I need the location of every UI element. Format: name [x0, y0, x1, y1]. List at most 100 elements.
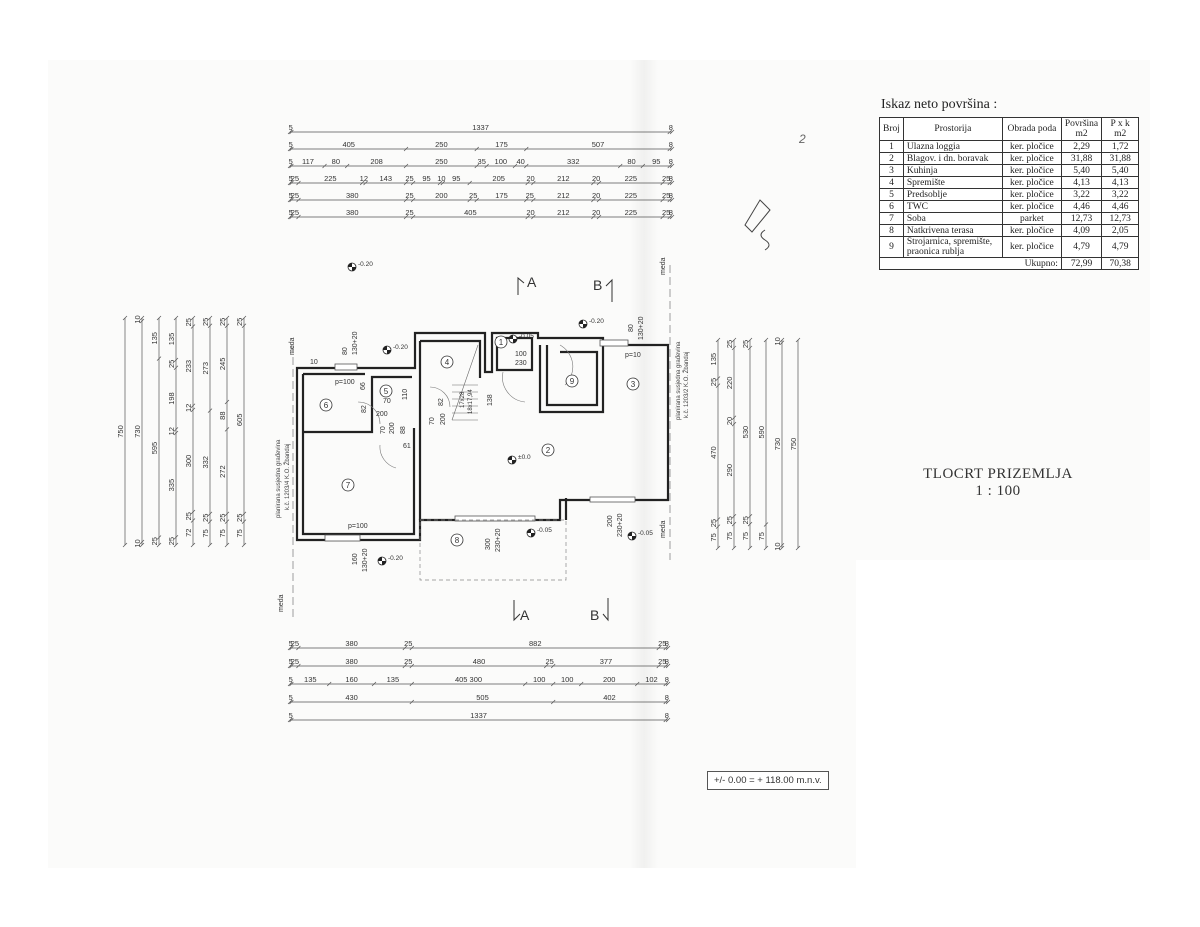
dimension-value: 750	[116, 425, 125, 438]
dimension-value: 20	[592, 174, 600, 183]
room-number: 4	[879, 176, 904, 189]
dimension-tick	[543, 663, 549, 669]
dimension-tick	[359, 180, 365, 186]
dimension-tick	[656, 663, 662, 669]
dimension-tick	[669, 180, 675, 186]
area: 4,79	[1060, 236, 1103, 258]
dimension-value: 10	[773, 542, 782, 550]
inner-dim: 82	[361, 405, 368, 413]
section-b-bottom: B	[590, 607, 599, 623]
dimension-value: 220	[725, 377, 734, 390]
floor-finish: ker. pločice	[1001, 224, 1062, 237]
dimension-value: 8	[669, 191, 673, 200]
dimension-tick	[665, 717, 671, 723]
dimension-tick	[207, 542, 213, 548]
dimension-value: 5	[289, 157, 293, 166]
inner-dim: 88	[400, 426, 407, 434]
section-arrow-icon	[605, 278, 613, 302]
room-name: Soba	[902, 212, 1003, 225]
dimension-tick	[190, 324, 196, 329]
dimension-tick	[287, 645, 293, 651]
room-number: 9	[570, 377, 575, 386]
dimension-tick	[731, 415, 737, 421]
dimension-value: 405	[342, 140, 355, 149]
dimension-value: 25	[235, 318, 244, 326]
room-number-circle	[341, 478, 355, 492]
level-markers: -0.20-0.05±0.0-0.20-0.20-0.05-0.05-0.20	[347, 261, 653, 566]
dimension-value: 95	[652, 157, 660, 166]
dimension-tick	[173, 430, 179, 436]
section-marks: A B A B	[513, 274, 613, 623]
dimension-value: 8	[669, 140, 673, 149]
dimension-value: 25	[404, 639, 412, 648]
dimension-tick	[667, 129, 672, 135]
dimension-value: 100	[533, 675, 546, 684]
dimension-value: 25	[291, 191, 299, 200]
dimension-tick	[437, 180, 443, 186]
dimension-value: 160	[345, 675, 358, 684]
level-value: -0.20	[358, 261, 373, 268]
stair-dim: 17x28	[460, 391, 466, 408]
dimension-value: 88	[218, 411, 227, 419]
section-a-top: A	[527, 274, 537, 290]
dimension-tick	[715, 524, 721, 529]
dimension-value: 505	[476, 693, 489, 702]
inner-dim: 110	[402, 389, 409, 400]
dimension-value: 75	[218, 529, 227, 537]
floor-finish: parket	[1001, 212, 1062, 225]
dimension-value: 5	[289, 174, 293, 183]
dimension-value: 75	[709, 533, 718, 541]
dimension-value: 595	[150, 442, 159, 455]
dimension-tick	[207, 519, 213, 524]
dimension-value: 380	[345, 657, 358, 666]
section-arrow-icon	[513, 600, 521, 622]
dimension-value: 8	[669, 123, 673, 132]
sill-height: p=10	[625, 352, 641, 359]
dimension-tick	[403, 214, 409, 220]
neighbor-left-1: planirana susjedna građevina	[276, 439, 282, 518]
dimension-value: 25	[405, 191, 413, 200]
opening-dim: 80	[342, 347, 349, 355]
level-marker-fill	[509, 335, 517, 343]
dimension-tick	[525, 214, 530, 220]
dimension-tick	[550, 681, 556, 687]
dimension-tick	[409, 699, 415, 705]
dimension-tick	[289, 645, 294, 651]
weighted-area: 4,46	[1101, 200, 1140, 213]
level-reference-note: +/- 0.00 = + 118.00 m.n.v.	[707, 771, 829, 790]
drawing-scale: 1 : 100	[975, 483, 1021, 499]
plan-annotations: p=100 p=100 p=10 80 130+20 160 130+20 30…	[310, 316, 645, 572]
area: 4,46	[1060, 200, 1103, 213]
dimension-value: 25	[218, 318, 227, 326]
level-value: -0.05	[537, 527, 552, 534]
floor-finish: ker. pločice	[1001, 200, 1062, 213]
dimension-tick	[665, 699, 671, 705]
dimension-tick	[715, 383, 721, 388]
dimension-tick	[224, 511, 230, 517]
dimension-tick	[241, 315, 247, 321]
dimension-value: 12	[360, 174, 368, 183]
dimension-tick	[224, 323, 230, 329]
dimension-tick	[287, 146, 293, 152]
dimension-tick	[289, 146, 294, 152]
dimension-tick	[640, 163, 646, 169]
dimension-tick	[779, 545, 785, 551]
dimension-tick	[287, 699, 293, 705]
dimension-value: 25	[526, 191, 534, 200]
dimension-tick	[207, 408, 213, 413]
dimension-tick	[289, 180, 294, 186]
room-number: 3	[879, 164, 904, 177]
dimension-value: 25	[184, 512, 193, 520]
dimension-value: 175	[495, 140, 508, 149]
dimension-tick	[241, 323, 247, 329]
dimension-value: 5	[289, 639, 293, 648]
dimension-value: 8	[669, 157, 673, 166]
room-name: Spremište	[902, 176, 1003, 189]
dimension-value: 10	[773, 337, 782, 345]
dimension-value: 8	[669, 208, 673, 217]
dimension-tick	[224, 519, 230, 524]
level-value: -0.20	[589, 318, 604, 325]
weighted-area: 5,40	[1101, 164, 1140, 177]
